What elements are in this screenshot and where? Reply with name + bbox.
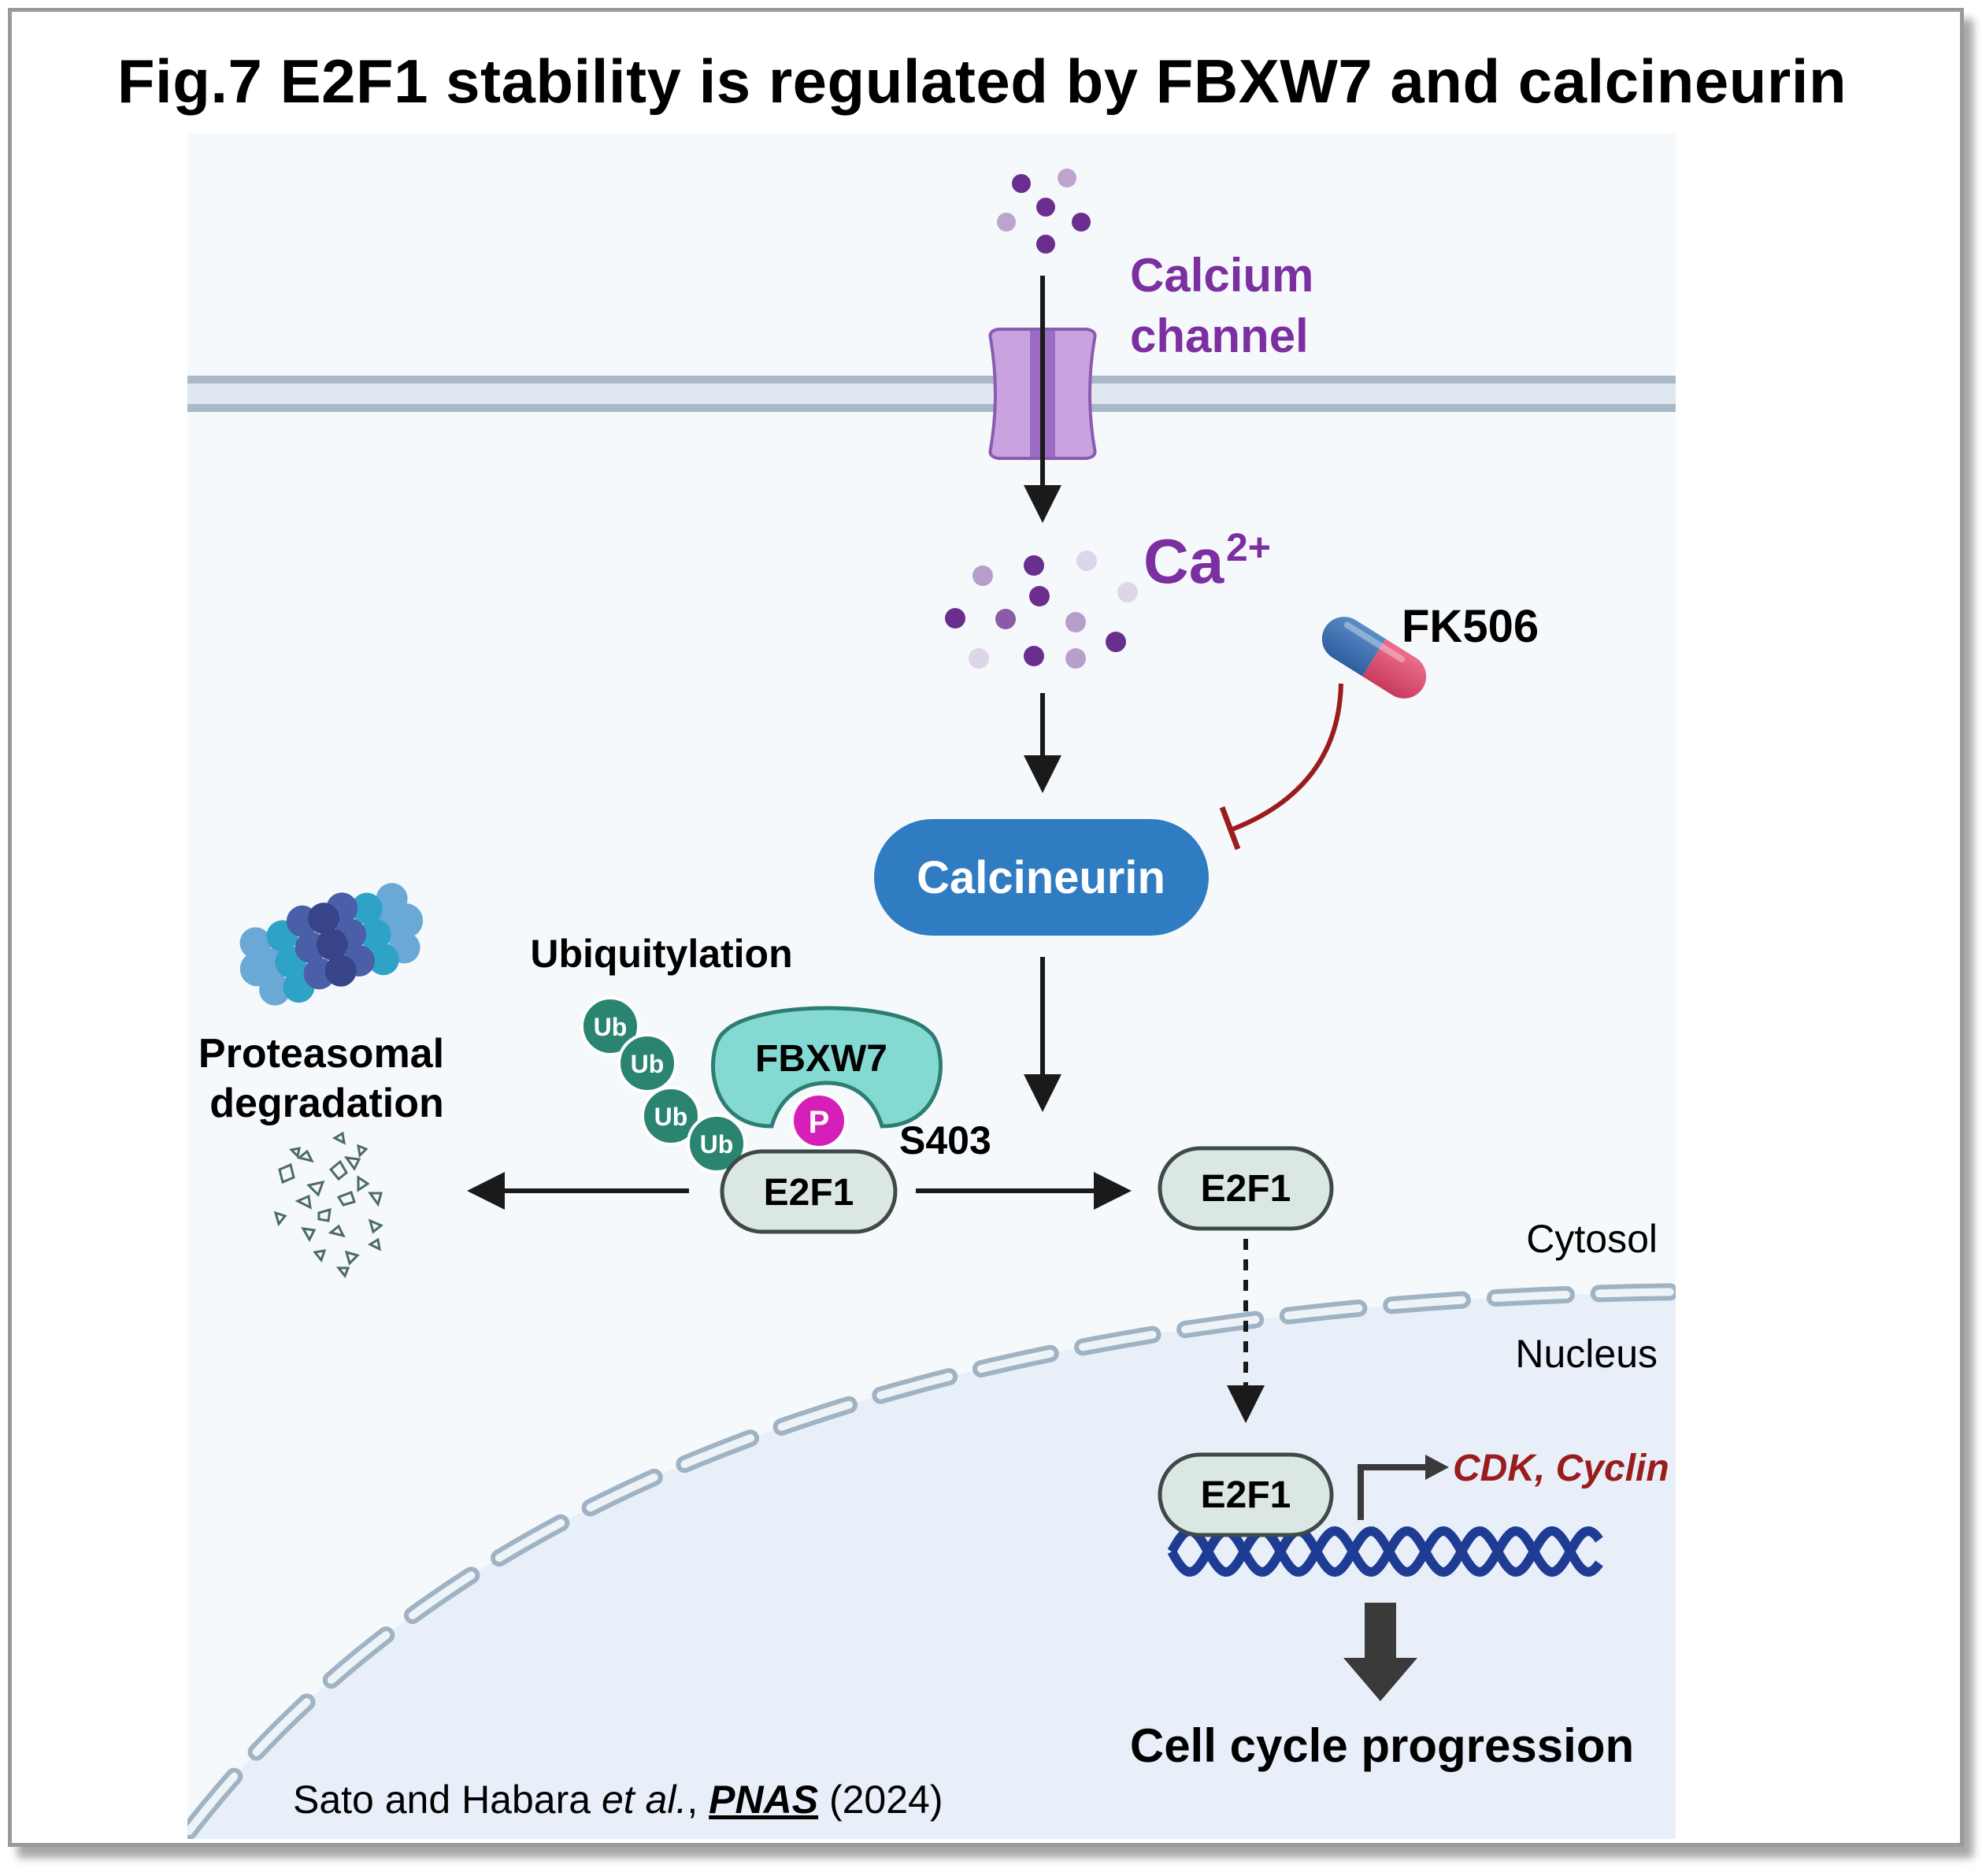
fk506-label: FK506: [1402, 601, 1539, 652]
ubiquitin-4: [687, 1114, 746, 1173]
outcome-label: Cell cycle progression: [1130, 1719, 1634, 1772]
citation-journal: PNAS: [709, 1778, 818, 1822]
ubiquitin-1: [580, 996, 640, 1056]
e2f1-nucleus-label: E2F1: [1201, 1474, 1291, 1516]
ub-label-4: Ub: [700, 1130, 734, 1159]
nucleus-label: Nucleus: [1515, 1332, 1658, 1376]
calcineurin-node: [874, 819, 1209, 936]
degraded-peptide-fragments-icon: [273, 1131, 383, 1278]
ub-label-3: Ub: [654, 1103, 688, 1131]
citation-etal: et al.: [602, 1778, 687, 1822]
dna-helix-icon: [1167, 1526, 1603, 1578]
nucleus-region: [187, 1283, 1676, 1839]
fk506-capsule-icon: [1321, 617, 1427, 699]
transcription-start-arrow: [1358, 1464, 1429, 1520]
ubiquitin-chain: [580, 996, 746, 1173]
fbxw7-label: FBXW7: [755, 1038, 887, 1080]
ca-ion-label: Ca: [1143, 526, 1224, 596]
target-genes-label: CDK, Cyclin: [1453, 1448, 1669, 1489]
calcium-channel-label-line2: channel: [1130, 310, 1309, 362]
figure-title: Fig.7 E2F1 stability is regulated by FBX…: [117, 46, 1847, 116]
e2f1-cytosol-label: E2F1: [1201, 1168, 1291, 1210]
cytosolic-calcium-ions: [945, 551, 1138, 669]
ubiquitin-2: [617, 1033, 677, 1093]
proteasome-icon: [239, 883, 424, 1006]
citation-separator: ,: [687, 1778, 709, 1822]
citation: Sato and Habara et al., PNAS (2024): [293, 1778, 943, 1822]
citation-authors: Sato and Habara: [293, 1778, 602, 1822]
s403-label: S403: [899, 1118, 991, 1162]
citation-year: (2024): [818, 1778, 943, 1822]
proteasomal-label-line1: Proteasomal: [198, 1031, 444, 1077]
phospho-site-icon: [791, 1092, 847, 1149]
proteasomal-label-line2: degradation: [209, 1081, 444, 1126]
e2f1-nucleus-node: [1158, 1452, 1334, 1537]
fk506-inhibition-line: [1231, 683, 1343, 832]
calcium-channel-label-line1: Calcium: [1130, 249, 1313, 302]
fbxw7-node: [711, 1006, 943, 1129]
transcription-arrowhead: [1425, 1455, 1449, 1480]
dna-strand-2: [1167, 1526, 1603, 1578]
e2f1-phospho-label: E2F1: [764, 1172, 854, 1214]
ubiquitylation-label: Ubiquitylation: [530, 932, 792, 976]
ubiquitin-3: [641, 1086, 701, 1146]
cytosol-label: Cytosol: [1526, 1217, 1658, 1261]
inhibition-bar: [1219, 806, 1241, 851]
extracellular-calcium-ions: [997, 169, 1091, 254]
e2f1-phospho-node: [720, 1149, 898, 1234]
ub-label-1: Ub: [594, 1013, 628, 1041]
e2f1-cytosol-node: [1158, 1146, 1334, 1231]
outcome-arrow: [1343, 1603, 1417, 1701]
plasma-membrane: [187, 376, 1676, 412]
phospho-label: P: [809, 1105, 830, 1140]
ub-label-2: Ub: [631, 1050, 665, 1078]
calcineurin-label: Calcineurin: [917, 852, 1165, 903]
ca-charge-label: 2+: [1226, 525, 1271, 569]
